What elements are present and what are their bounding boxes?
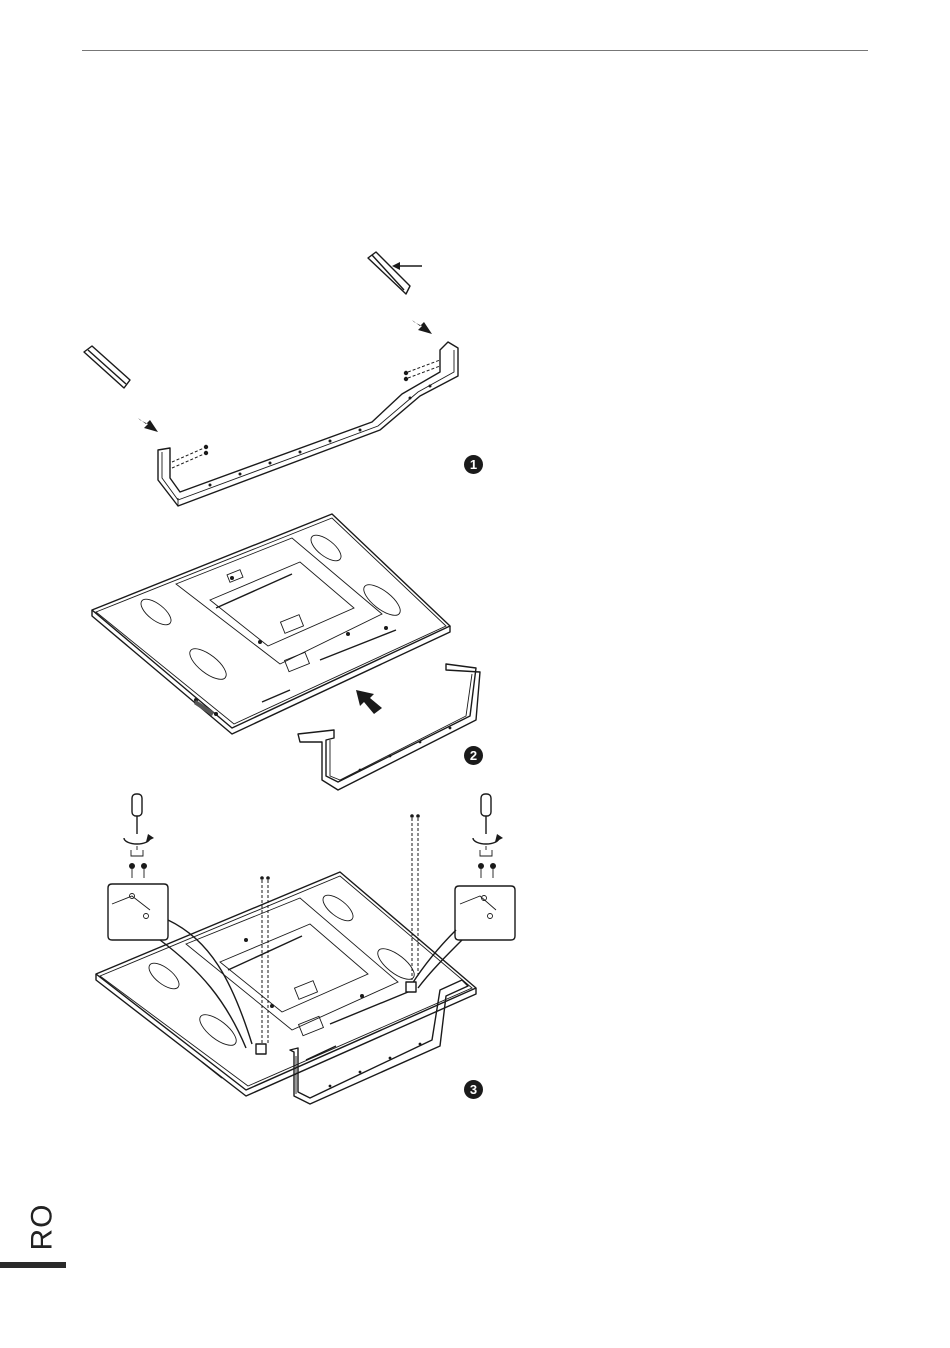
screwdriver-icon bbox=[124, 794, 154, 844]
step-1-badge: 1 bbox=[464, 455, 483, 474]
language-tab-bar bbox=[0, 1262, 66, 1268]
step-3-badge: 3 bbox=[464, 1080, 483, 1099]
stand-base-icon bbox=[290, 980, 468, 1104]
screw-icon bbox=[129, 846, 147, 878]
screw-path-icon bbox=[260, 814, 420, 1048]
screwdriver-icon bbox=[473, 794, 503, 844]
detail-callout-left bbox=[108, 884, 252, 1048]
step-2-badge: 2 bbox=[464, 746, 483, 765]
language-tab: RO bbox=[22, 1196, 62, 1258]
detail-callout-right bbox=[412, 886, 515, 988]
screw-icon bbox=[478, 846, 496, 878]
